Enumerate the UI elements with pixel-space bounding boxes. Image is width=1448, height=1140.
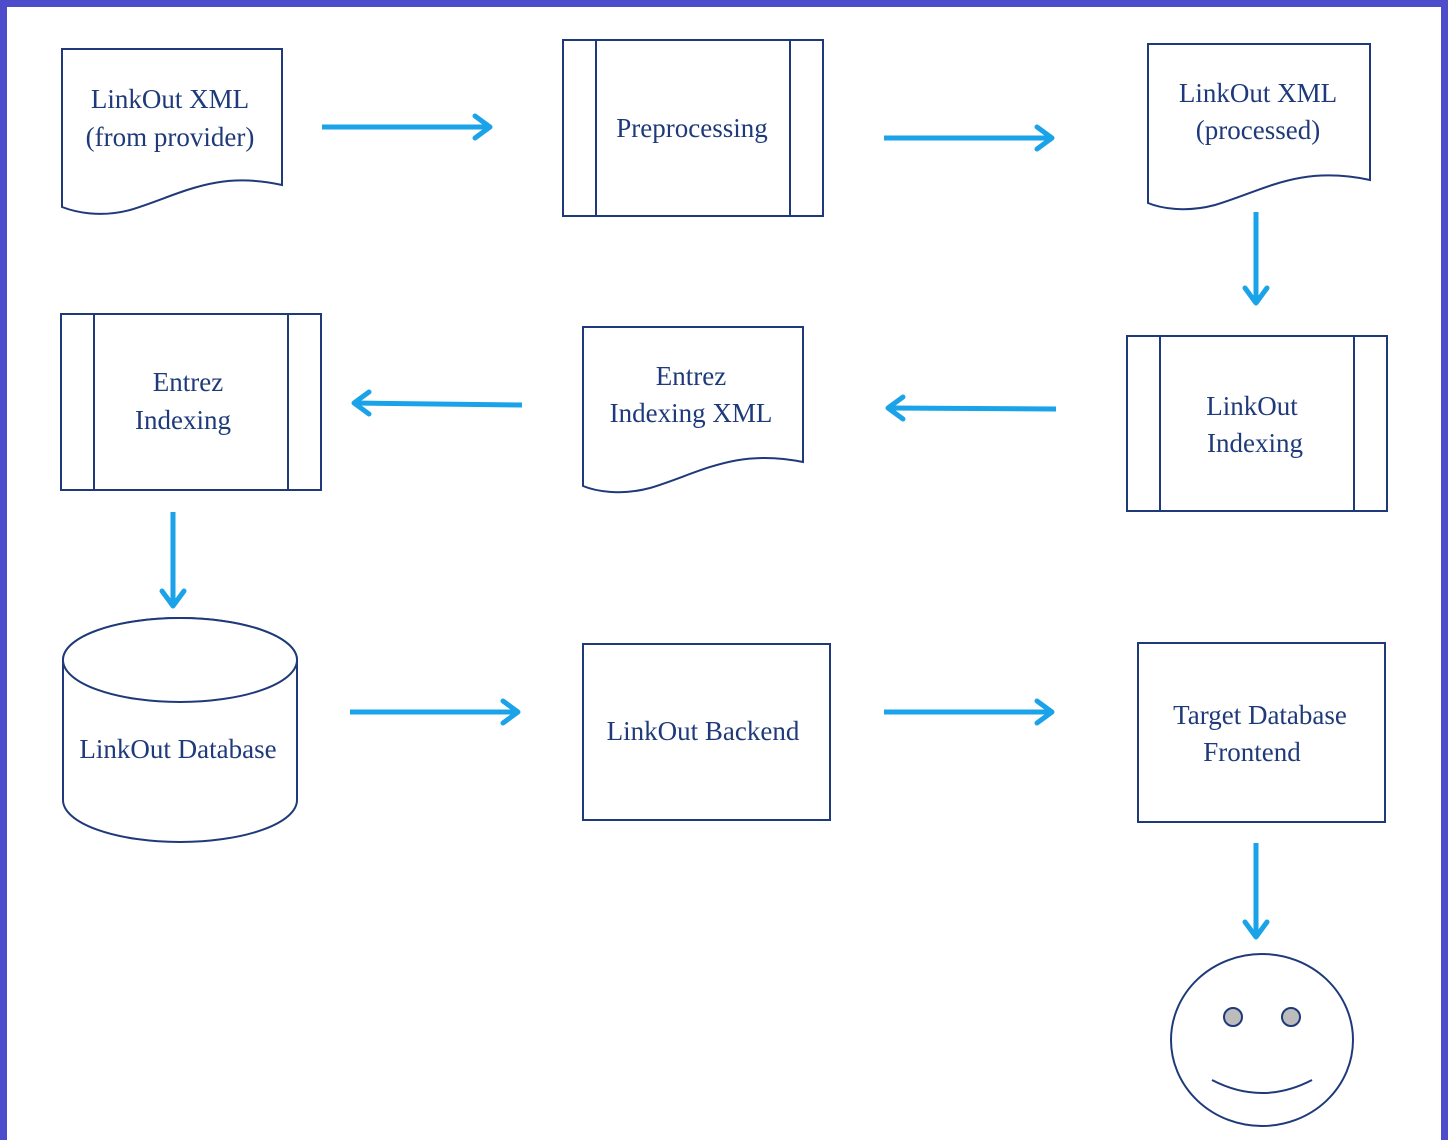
- node-linkout-indexing: LinkOut Indexing: [1126, 335, 1388, 512]
- node-label: Frontend: [1203, 737, 1301, 767]
- node-linkout-backend: LinkOut Backend: [582, 643, 831, 821]
- node-label: Entrez: [153, 367, 223, 397]
- rect-shape: [582, 643, 831, 821]
- face-circle: [1170, 953, 1354, 1127]
- node-label: Indexing: [135, 405, 231, 435]
- document-shape: [1147, 43, 1371, 211]
- arrow-right: [884, 124, 1055, 152]
- document-shape: [61, 48, 283, 215]
- node-linkout-database: LinkOut Database: [62, 617, 298, 843]
- node-target-database-frontend: Target Database Frontend: [1137, 642, 1386, 823]
- node-label: LinkOut XML: [91, 84, 249, 114]
- right-eye: [1281, 1007, 1301, 1027]
- node-label: LinkOut: [1206, 391, 1298, 421]
- node-label: LinkOut Database: [79, 734, 276, 764]
- process-shape: [1126, 335, 1388, 512]
- node-label: Preprocessing: [616, 113, 767, 143]
- node-linkout-xml-processed: LinkOut XML (processed): [1147, 43, 1371, 211]
- arrow-right: [322, 113, 493, 141]
- process-shape: [60, 313, 322, 491]
- arrow-left: [885, 394, 1057, 422]
- smiley-face-icon: [1170, 953, 1354, 1127]
- mouth: [1211, 1079, 1313, 1094]
- node-preprocessing: Preprocessing: [562, 39, 824, 217]
- node-label: (from provider): [86, 122, 255, 152]
- rect-shape: [1137, 642, 1386, 823]
- node-linkout-xml-provider: LinkOut XML (from provider): [61, 48, 283, 215]
- left-eye: [1223, 1007, 1243, 1027]
- node-label: Indexing: [1207, 428, 1303, 458]
- arrow-down: [1242, 212, 1270, 306]
- node-entrez-indexing-xml: Entrez Indexing XML: [582, 326, 804, 494]
- node-label: (processed): [1196, 115, 1320, 145]
- cylinder-top: [62, 617, 298, 703]
- node-entrez-indexing: Entrez Indexing: [60, 313, 322, 491]
- arrow-right: [884, 698, 1055, 726]
- arrow-down: [1242, 843, 1270, 940]
- node-label: LinkOut XML: [1179, 78, 1337, 108]
- arrow-down: [159, 512, 187, 609]
- arrow-right: [350, 698, 521, 726]
- node-label: LinkOut Backend: [607, 716, 800, 746]
- node-label: Target Database: [1173, 700, 1347, 730]
- node-label: Entrez: [656, 361, 726, 391]
- document-shape: [582, 326, 804, 494]
- process-shape: [562, 39, 824, 217]
- arrow-left: [351, 389, 523, 417]
- node-label: Indexing XML: [610, 398, 773, 428]
